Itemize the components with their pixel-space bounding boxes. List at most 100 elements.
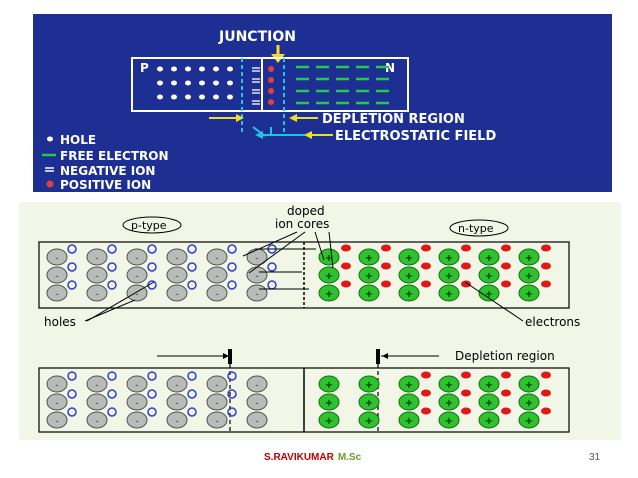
n-ion-core — [398, 393, 420, 411]
depletion-region-label: Depletion region — [455, 349, 555, 363]
n-ion-core — [398, 375, 420, 393]
p-ion-core — [86, 393, 108, 411]
p-ion-core — [126, 411, 148, 429]
p-ion-core — [86, 284, 108, 302]
electron-dot — [421, 262, 431, 270]
electron-dot — [501, 389, 511, 397]
hole-dot — [213, 66, 219, 72]
depletion-arrowhead-right — [289, 114, 297, 122]
n-ion-core — [478, 411, 500, 429]
hole-circle — [187, 389, 197, 399]
ion-sign: + — [405, 271, 413, 282]
hole-dot — [227, 66, 233, 72]
depletion-marker-right — [376, 349, 380, 364]
n-ion-core — [358, 393, 380, 411]
ion-sign: - — [135, 254, 138, 264]
ion-sign: + — [325, 416, 333, 427]
ion-sign: + — [405, 253, 413, 264]
depletion-arrow-left-head — [223, 353, 229, 359]
hole-dot — [157, 80, 163, 86]
hole-dot — [227, 80, 233, 86]
positive-ion-dot — [268, 77, 274, 83]
p-ion-core — [86, 411, 108, 429]
n-ion-core — [318, 266, 340, 284]
hole-circle — [107, 389, 117, 399]
hole-dot — [213, 94, 219, 100]
ion-sign: - — [95, 272, 98, 282]
electron-dot — [341, 280, 351, 288]
n-ion-core — [518, 266, 540, 284]
electron-dot — [421, 371, 431, 379]
ion-sign: - — [255, 254, 258, 264]
n-ion-core — [398, 248, 420, 266]
hole-circle — [227, 389, 237, 399]
electron-dot — [341, 262, 351, 270]
p-ion-core — [126, 375, 148, 393]
n-ion-core — [478, 375, 500, 393]
n-ion-core — [358, 248, 380, 266]
p-ion-core — [206, 266, 228, 284]
electron-dot — [461, 371, 471, 379]
hole-dot — [171, 80, 177, 86]
hole-circle — [147, 407, 157, 417]
electron-dot — [381, 244, 391, 252]
n-ion-core — [398, 266, 420, 284]
n-ion-core — [518, 284, 540, 302]
n-ion-core — [478, 284, 500, 302]
ion-sign: + — [405, 416, 413, 427]
ion-sign: + — [525, 289, 533, 300]
hole-circle — [227, 280, 237, 290]
ion-sign: + — [445, 416, 453, 427]
n-ion-core — [398, 411, 420, 429]
hole-dot — [199, 66, 205, 72]
negative-ions — [252, 67, 260, 105]
ion-sign: + — [445, 380, 453, 391]
ion-sign: - — [215, 254, 218, 264]
ion-sign: + — [325, 380, 333, 391]
ion-sign: + — [365, 289, 373, 300]
p-region-label: P — [140, 61, 149, 75]
depletion-marker-left — [228, 349, 232, 364]
p-ion-core — [206, 393, 228, 411]
ion-sign: - — [215, 381, 218, 391]
hole-circle — [187, 371, 197, 381]
ion-sign: + — [445, 271, 453, 282]
legend-negative-ion-label: NEGATIVE ION — [60, 164, 155, 178]
n-ion-core — [518, 411, 540, 429]
p-ion-core — [86, 266, 108, 284]
n-ion-core — [398, 284, 420, 302]
ion-sign: - — [95, 399, 98, 409]
p-ion-core — [206, 411, 228, 429]
n-type-label-outline — [449, 219, 509, 237]
electrons-callout — [464, 281, 524, 322]
pn-junction-diagram-bottom: doped ion cores p-type n-type ----------… — [19, 202, 621, 440]
ion-sign: + — [405, 380, 413, 391]
lower-p-region-atoms: ------------------ — [46, 371, 268, 429]
depletion-arrow-right-head — [382, 353, 388, 359]
depletion-region-label: DEPLETION REGION — [322, 112, 465, 127]
hole-dot — [171, 94, 177, 100]
hole-circle — [187, 244, 197, 254]
ion-sign: - — [95, 381, 98, 391]
p-ion-core — [46, 248, 68, 266]
legend-hole-label: HOLE — [60, 133, 96, 147]
electron-dot — [541, 262, 551, 270]
ion-sign: + — [365, 253, 373, 264]
ion-sign: - — [55, 399, 58, 409]
electron-dot — [421, 407, 431, 415]
ion-sign: - — [135, 381, 138, 391]
p-ion-core — [166, 411, 188, 429]
doped-label-line2: ion cores — [275, 217, 329, 231]
hole-circle — [147, 371, 157, 381]
pn-junction-diagram-top: JUNCTION P N DEPLETION REGION ELECTROSTA… — [33, 14, 612, 192]
ion-sign: - — [175, 399, 178, 409]
ion-sign: + — [365, 271, 373, 282]
n-ion-core — [318, 411, 340, 429]
ion-sign: + — [525, 416, 533, 427]
hole-circle — [227, 262, 237, 272]
ion-sign: + — [365, 398, 373, 409]
n-region-label: N — [385, 61, 395, 75]
lower-n-region-atoms: ++++++++++++++++++ — [318, 371, 551, 429]
hole-circle — [147, 244, 157, 254]
doped-label-line1: doped — [287, 204, 325, 218]
